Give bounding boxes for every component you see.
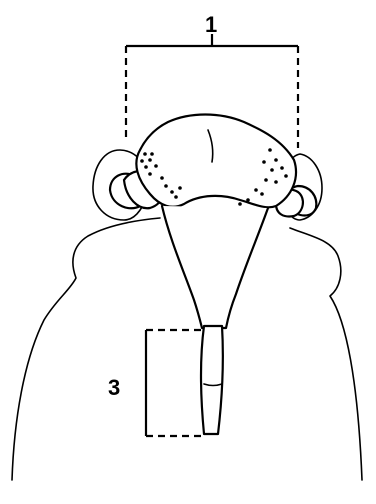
frontal-plate <box>136 115 296 208</box>
region-1-label: 1 <box>205 12 217 37</box>
proboscis <box>201 326 223 434</box>
region-3-label: 3 <box>108 375 120 400</box>
clypeus <box>162 206 268 328</box>
